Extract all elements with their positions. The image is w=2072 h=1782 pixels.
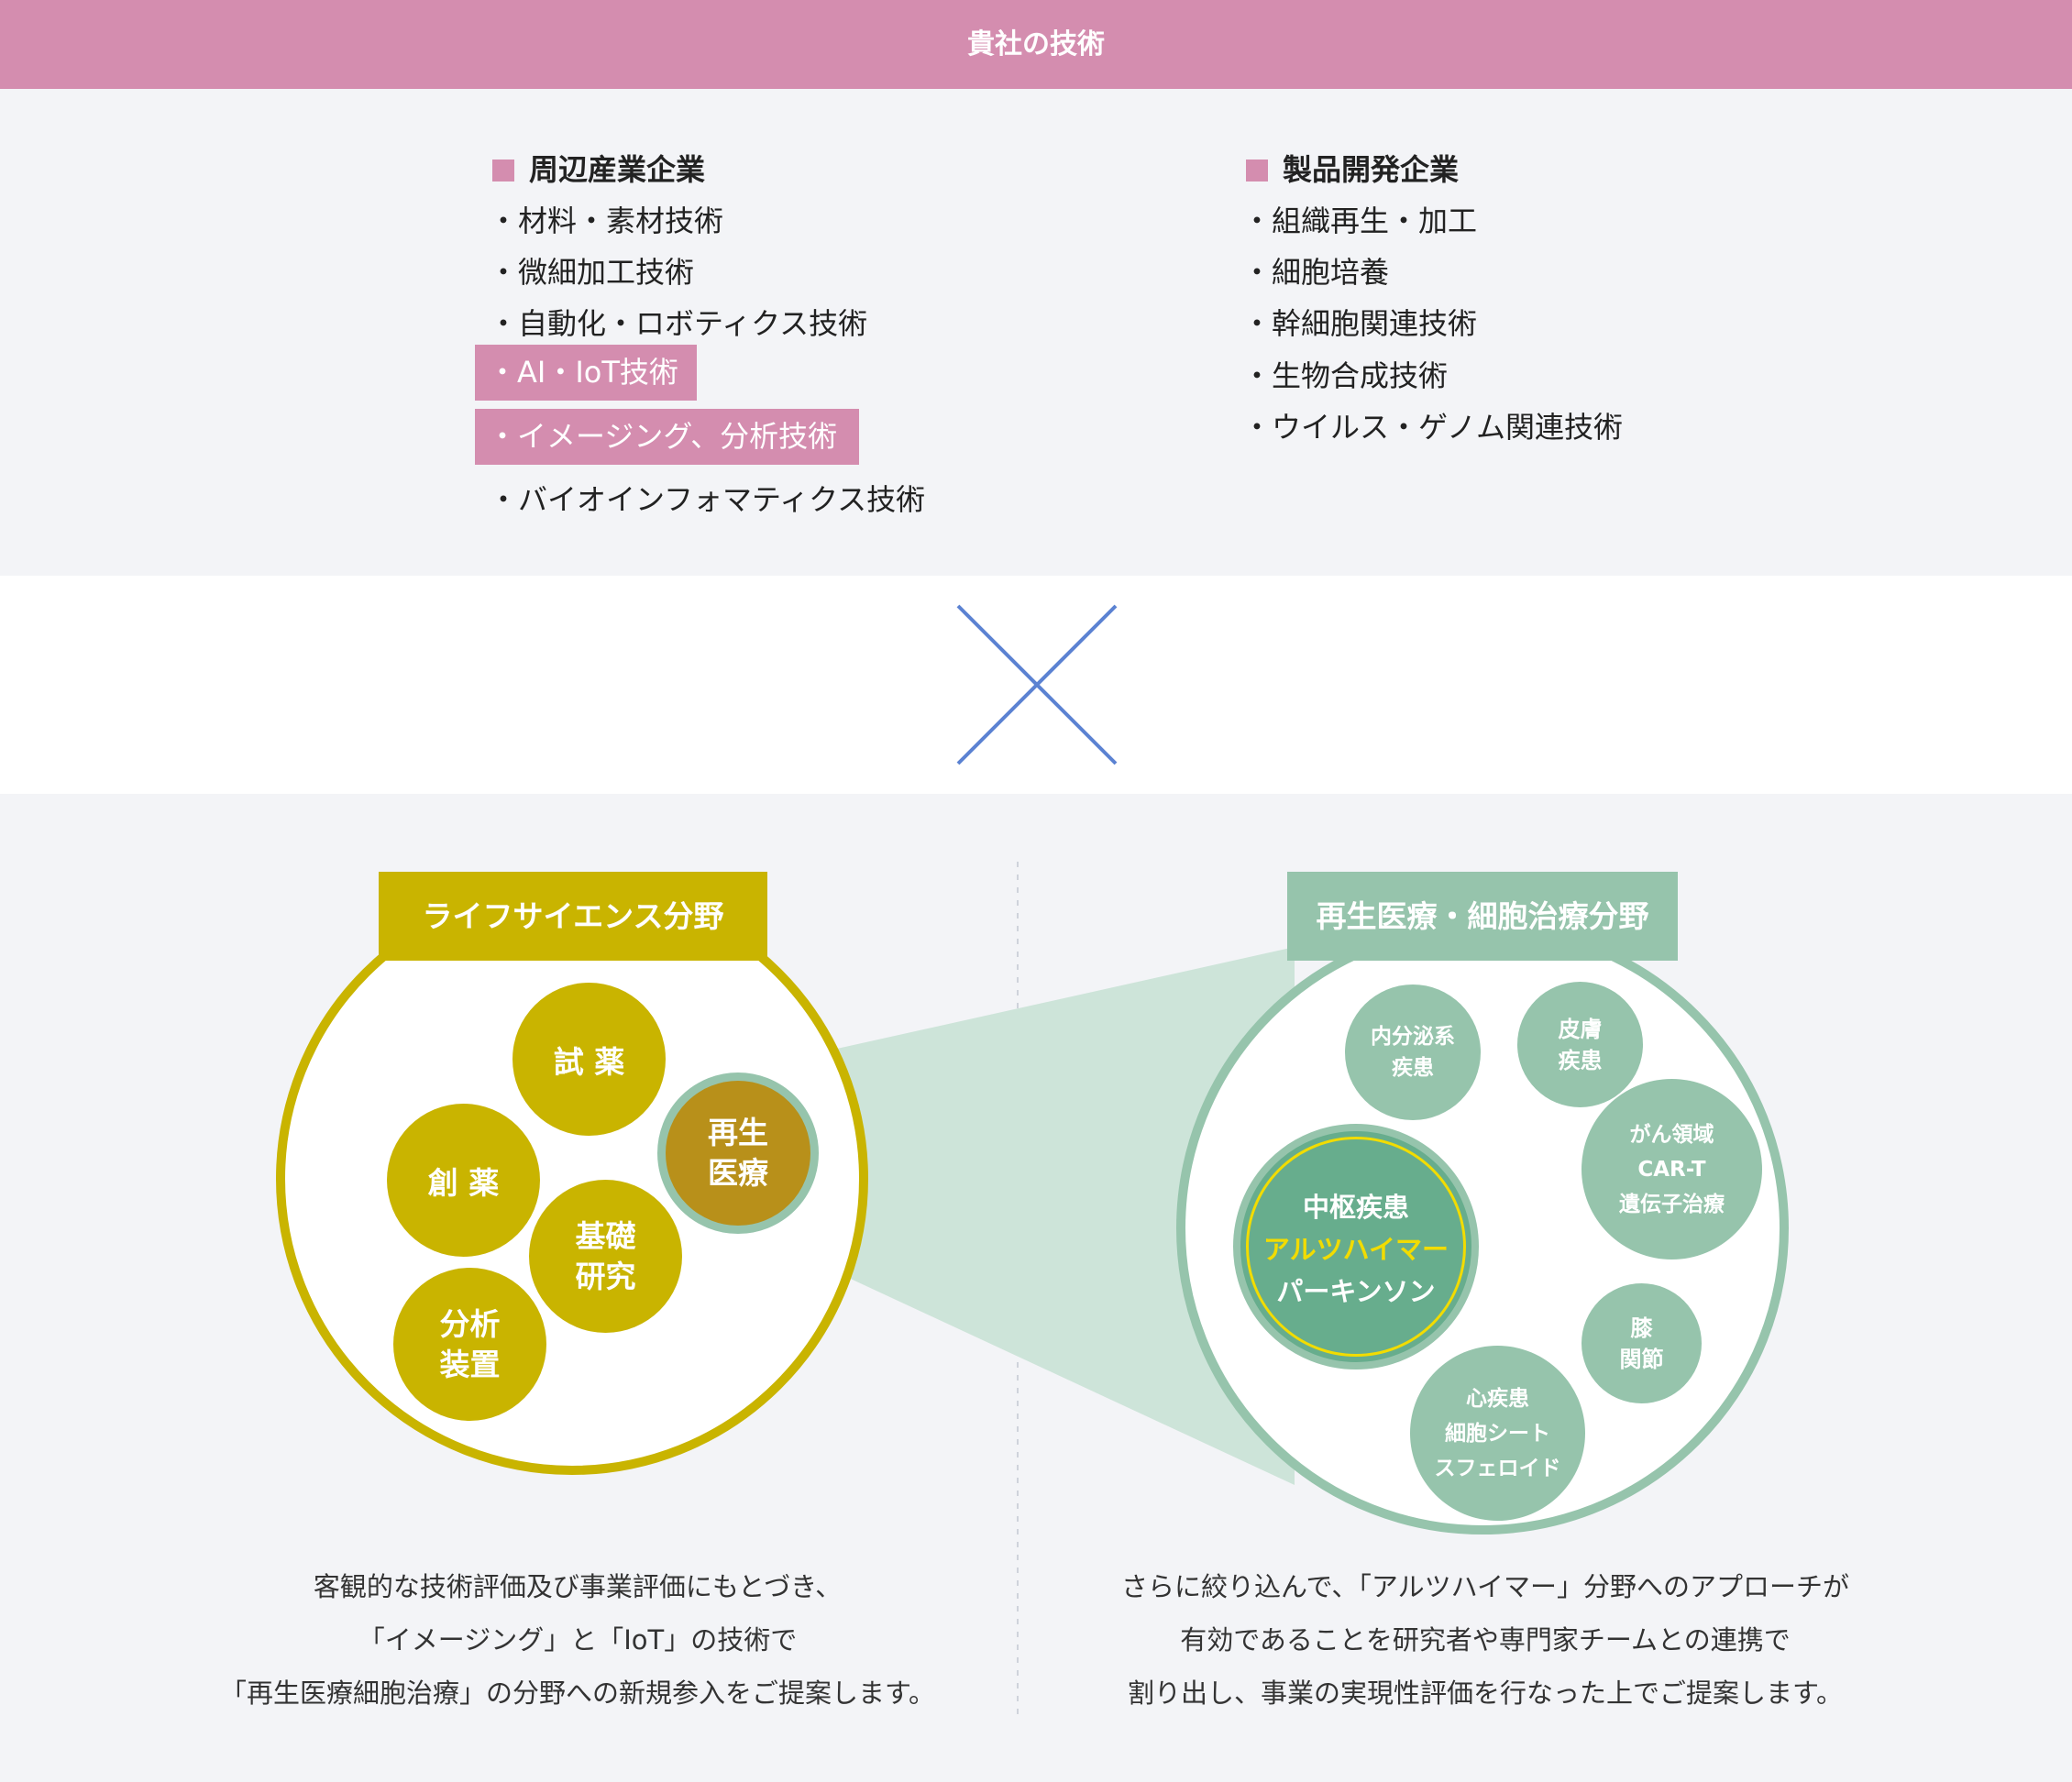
- regen-tag: 再生医療・細胞治療分野: [1287, 872, 1678, 961]
- header-title: 貴社の技術: [967, 28, 1105, 60]
- alzheimer-highlight-ring: [1246, 1137, 1466, 1357]
- left-item-2: ・微細加工技術: [489, 255, 695, 290]
- cns-label: 中枢疾患: [1302, 1192, 1409, 1223]
- bubble-regenerative-medicine: 再生 医療: [657, 1072, 819, 1234]
- bubble-heart: 心疾患 細胞シート スフェロイド: [1410, 1346, 1585, 1521]
- right-item-3: ・幹細胞関連技術: [1242, 306, 1478, 341]
- bubble-basic-research: 基礎 研究: [529, 1180, 682, 1333]
- header-bar: 貴社の技術: [0, 0, 2072, 89]
- regen-caption: さらに絞り込んで、「アルツハイマー」分野へのアプローチが 有効であることを研究者…: [1120, 1571, 1850, 1709]
- left-item-3: ・自動化・ロボティクス技術: [489, 306, 868, 341]
- right-column-title: 製品開発企業: [1246, 149, 1459, 190]
- bubble-skin: 皮膚 疾患: [1517, 982, 1643, 1107]
- bubble-drug-discovery: 創 薬: [387, 1104, 540, 1257]
- bubble-cancer: がん領域 CAR-T 遺伝子治療: [1582, 1079, 1762, 1260]
- alzheimer-label: アルツハイマー: [1262, 1234, 1449, 1265]
- left-item-5-highlight: ・イメージング、分析技術: [475, 409, 860, 465]
- bubble-endocrine: 内分泌系 疾患: [1345, 984, 1481, 1120]
- pink-square-icon: [492, 160, 514, 182]
- bubble-reagent: 試 薬: [512, 983, 666, 1136]
- pink-square-icon: [1246, 160, 1268, 182]
- bubble-analysis-device: 分析 装置: [393, 1268, 546, 1421]
- right-item-4: ・生物合成技術: [1242, 358, 1449, 393]
- tech-section: [0, 89, 2072, 576]
- bubble-knee: 膝 関節: [1582, 1283, 1702, 1403]
- right-item-5: ・ウイルス・ゲノム関連技術: [1242, 410, 1624, 445]
- left-item-4-highlight: ・AI・IoT技術: [475, 345, 697, 401]
- left-item-1: ・材料・素材技術: [489, 204, 724, 238]
- life-science-tag: ライフサイエンス分野: [379, 872, 767, 961]
- zoom-beam: [738, 947, 1295, 1485]
- left-item-6: ・バイオインフォマティクス技術: [489, 482, 926, 517]
- left-column-title: 周辺産業企業: [492, 149, 705, 190]
- bubble-cns-disease: 中枢疾患 アルツハイマー パーキンソン: [1233, 1124, 1479, 1370]
- cross-section: [0, 576, 2072, 794]
- multiply-cross-icon: [956, 604, 1118, 765]
- right-item-2: ・細胞培養: [1242, 255, 1390, 290]
- parkinson-label: パーキンソン: [1276, 1276, 1436, 1307]
- life-science-caption: 客観的な技術評価及び事業評価にもとづき、 「イメージング」と「IoT」の技術で …: [219, 1571, 936, 1709]
- right-item-1: ・組織再生・加工: [1242, 204, 1478, 238]
